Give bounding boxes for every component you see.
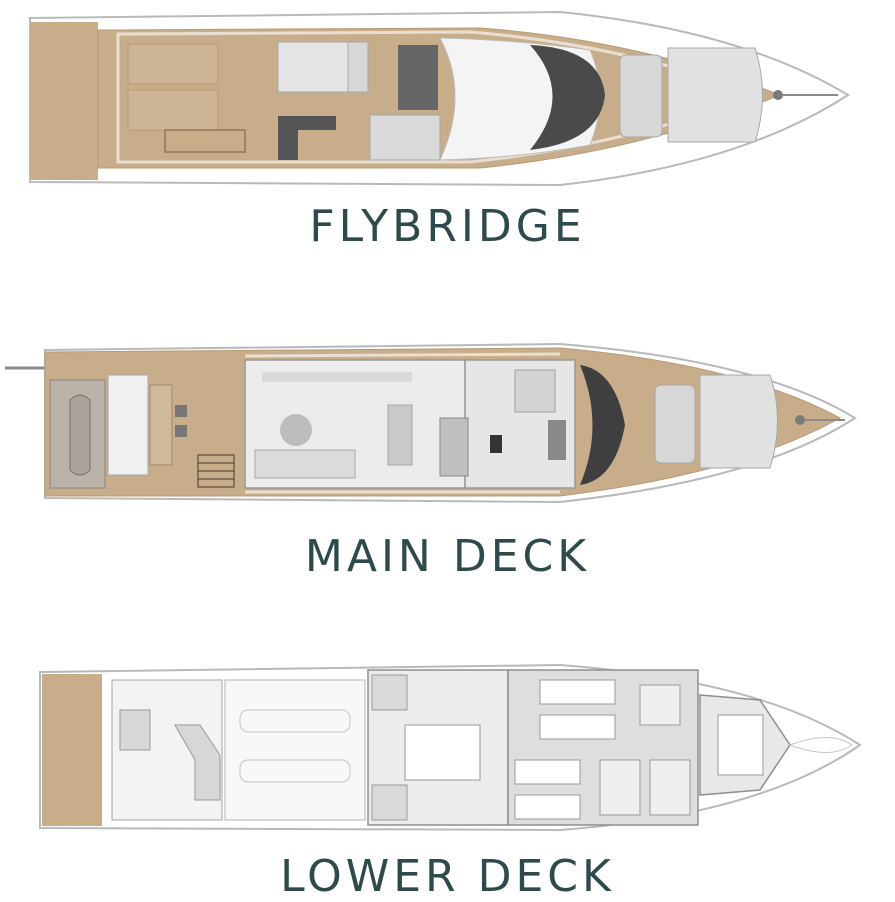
main-deck-section: MAIN DECK — [0, 330, 895, 590]
flybridge-section: FLYBRIDGE — [0, 0, 895, 260]
flybridge-plan — [29, 10, 850, 187]
main-deck-foredeck-sunpad — [699, 374, 778, 469]
flybridge-sofa — [277, 41, 349, 93]
flybridge-lounge — [369, 114, 441, 161]
flybridge-foredeck-sunpad — [667, 47, 763, 143]
lower-deck-swim-platform — [42, 674, 102, 826]
lower-deck-label: LOWER DECK — [280, 851, 615, 902]
main-deck-label: MAIN DECK — [304, 531, 591, 582]
lower-deck-engine-room — [224, 679, 366, 821]
main-deck-windscreen — [580, 365, 625, 485]
flybridge-swim-platform — [30, 22, 98, 180]
lower-deck-section: LOWER DECK — [0, 660, 895, 900]
flybridge-label: FLYBRIDGE — [309, 201, 586, 252]
lower-deck-plan — [39, 663, 862, 832]
main-deck-plan — [5, 342, 857, 504]
flybridge-bar — [278, 116, 336, 160]
main-deck-stairs — [197, 454, 235, 488]
